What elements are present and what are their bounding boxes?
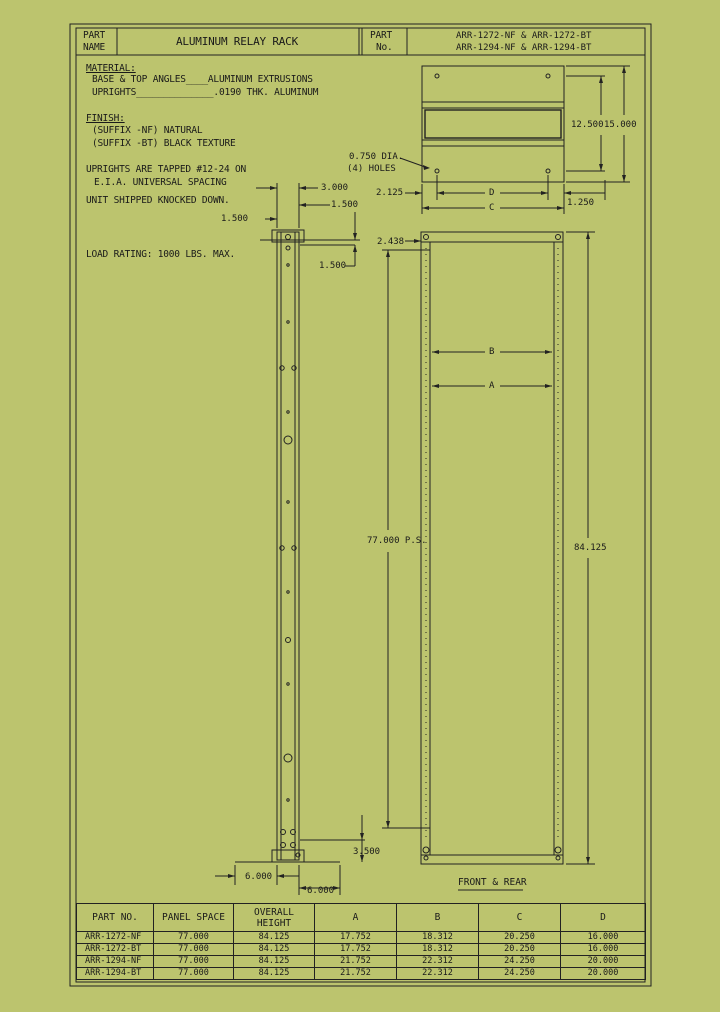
dim-1500-left: 1.500 bbox=[221, 214, 249, 224]
dim-2438: 2.438 bbox=[377, 237, 405, 247]
dim-A: A bbox=[489, 381, 495, 391]
finish-heading: FINISH: bbox=[86, 113, 125, 124]
finish-line-1: (SUFFIX -NF) NATURAL bbox=[92, 125, 203, 136]
shipped-note: UNIT SHIPPED KNOCKED DOWN. bbox=[86, 195, 230, 206]
front-rear-label: FRONT & REAR bbox=[458, 877, 527, 888]
dim-77000-ps: 77.000 P.S. bbox=[367, 536, 427, 546]
table-row: ARR-1272-NF 77.000 84.125 17.752 18.312 … bbox=[76, 931, 646, 944]
table-cell: 24.250 bbox=[478, 955, 561, 968]
outer-frame bbox=[69, 23, 652, 987]
part-no-label-1: PART bbox=[370, 30, 393, 41]
part-name-label-2: NAME bbox=[83, 42, 106, 53]
dim-12500: 12.500 bbox=[571, 120, 604, 130]
table-cell: 84.125 bbox=[233, 931, 315, 944]
table-cell: 20.000 bbox=[560, 967, 646, 980]
dim-3000: 3.000 bbox=[321, 183, 349, 193]
material-line-1: BASE & TOP ANGLES____ALUMINUM EXTRUSIONS bbox=[92, 74, 313, 85]
table-cell: ARR-1294-NF bbox=[76, 955, 154, 968]
table-header: C bbox=[478, 903, 561, 932]
holes-count: (4) HOLES bbox=[347, 164, 396, 174]
table-header: PANEL SPACE bbox=[153, 903, 234, 932]
material-heading: MATERIAL: bbox=[86, 63, 136, 74]
dim-1500-lower: 1.500 bbox=[319, 261, 347, 271]
part-numbers-1: ARR-1272-NF & ARR-1272-BT bbox=[456, 31, 592, 41]
dim-3500: 3.500 bbox=[353, 847, 381, 857]
top-view bbox=[399, 65, 630, 214]
dim-6000-right: 6.000 bbox=[307, 886, 335, 896]
side-view bbox=[215, 183, 365, 895]
table-cell: 16.000 bbox=[560, 931, 646, 944]
table-header-row: PART NO. PANEL SPACE OVERALL HEIGHT A B … bbox=[76, 903, 646, 932]
part-name-label-1: PART bbox=[83, 30, 106, 41]
table-cell: 20.250 bbox=[478, 931, 561, 944]
dim-1500-right: 1.500 bbox=[331, 200, 359, 210]
tapped-note-2: E.I.A. UNIVERSAL SPACING bbox=[94, 177, 227, 188]
dim-84125: 84.125 bbox=[574, 543, 607, 553]
table-cell: 84.125 bbox=[233, 943, 315, 956]
table-cell: 20.250 bbox=[478, 943, 561, 956]
table-header: OVERALL HEIGHT bbox=[233, 903, 315, 932]
table-cell: 77.000 bbox=[153, 931, 234, 944]
dim-C: C bbox=[489, 203, 495, 213]
front-view bbox=[382, 231, 595, 891]
table-row: ARR-1272-BT 77.000 84.125 17.752 18.312 … bbox=[76, 943, 646, 956]
holes-dia: 0.750 DIA. bbox=[349, 152, 404, 162]
table-cell: 84.125 bbox=[233, 955, 315, 968]
table-cell: 21.752 bbox=[314, 955, 397, 968]
arrowheads bbox=[228, 66, 626, 890]
table-cell: 21.752 bbox=[314, 967, 397, 980]
title-block bbox=[75, 27, 646, 56]
table-cell: 17.752 bbox=[314, 931, 397, 944]
finish-line-2: (SUFFIX -BT) BLACK TEXTURE bbox=[92, 138, 236, 149]
load-rating: LOAD RATING: 1000 LBS. MAX. bbox=[86, 249, 236, 260]
dim-15000: 15.000 bbox=[604, 120, 637, 130]
table-cell: 77.000 bbox=[153, 967, 234, 980]
table-cell: 22.312 bbox=[396, 955, 479, 968]
table-header: A bbox=[314, 903, 397, 932]
table-cell: ARR-1272-NF bbox=[76, 931, 154, 944]
table-cell: 18.312 bbox=[396, 943, 479, 956]
dim-D: D bbox=[489, 188, 495, 198]
table-cell: 24.250 bbox=[478, 967, 561, 980]
dim-6000-left: 6.000 bbox=[245, 872, 273, 882]
table-cell: 20.000 bbox=[560, 955, 646, 968]
part-no-label-2: No. bbox=[376, 42, 393, 53]
part-numbers-2: ARR-1294-NF & ARR-1294-BT bbox=[456, 43, 592, 53]
table-cell: 17.752 bbox=[314, 943, 397, 956]
tapped-note-1: UPRIGHTS ARE TAPPED #12-24 ON bbox=[86, 164, 247, 175]
table-cell: ARR-1272-BT bbox=[76, 943, 154, 956]
table-cell: 84.125 bbox=[233, 967, 315, 980]
table-cell: 77.000 bbox=[153, 955, 234, 968]
part-name: ALUMINUM RELAY RACK bbox=[176, 35, 299, 48]
dim-1250: 1.250 bbox=[567, 198, 595, 208]
dim-2125: 2.125 bbox=[376, 188, 404, 198]
dim-B: B bbox=[489, 347, 495, 357]
table-cell: 22.312 bbox=[396, 967, 479, 980]
table-cell: ARR-1294-BT bbox=[76, 967, 154, 980]
parts-table: PART NO. PANEL SPACE OVERALL HEIGHT A B … bbox=[76, 903, 646, 980]
table-row: ARR-1294-BT 77.000 84.125 21.752 22.312 … bbox=[76, 967, 646, 980]
table-header: PART NO. bbox=[76, 903, 154, 932]
table-cell: 18.312 bbox=[396, 931, 479, 944]
table-header: B bbox=[396, 903, 479, 932]
material-line-2: UPRIGHTS______________.0190 THK. ALUMINU… bbox=[92, 87, 319, 98]
table-row: ARR-1294-NF 77.000 84.125 21.752 22.312 … bbox=[76, 955, 646, 968]
table-header: D bbox=[560, 903, 646, 932]
table-cell: 16.000 bbox=[560, 943, 646, 956]
table-cell: 77.000 bbox=[153, 943, 234, 956]
